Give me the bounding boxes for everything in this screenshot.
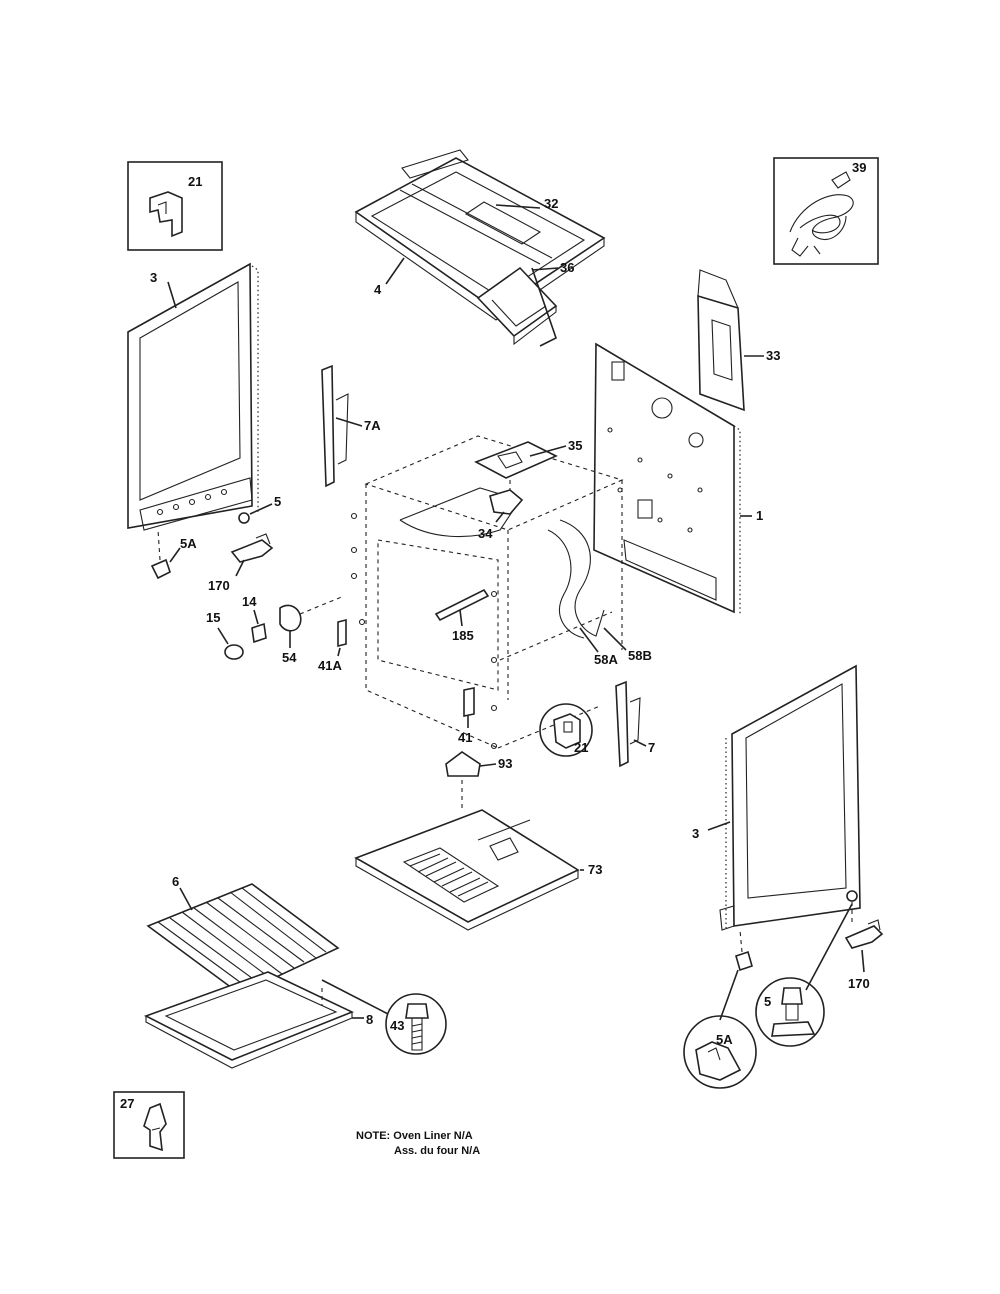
callout-39-box: 39 [852, 160, 866, 175]
detail-circle-part-21: 21 [539, 703, 593, 757]
callout-35: 35 [568, 438, 582, 453]
callout-33: 33 [766, 348, 780, 363]
callout-21-circle: 21 [574, 740, 588, 755]
callout-185: 185 [452, 628, 474, 643]
callout-27-box: 27 [120, 1096, 134, 1111]
callout-36: 36 [560, 260, 574, 275]
callout-8: 8 [366, 1012, 373, 1027]
oven-cavity-body [350, 435, 624, 750]
callout-3-left: 3 [150, 270, 157, 285]
callout-58b: 58B [628, 648, 652, 663]
callout-7a: 7A [364, 418, 381, 433]
callout-32: 32 [544, 196, 558, 211]
top-panel-assembly: 32 4 [354, 149, 606, 321]
callout-5-left: 5 [274, 494, 281, 509]
callout-170-right: 170 [848, 976, 870, 991]
back-bracket-part: 33 [697, 269, 780, 412]
callout-43: 43 [390, 1018, 404, 1033]
callout-73: 73 [588, 862, 602, 877]
inset-box-part-27: 27 [113, 1091, 185, 1159]
back-panel: 1 [593, 342, 763, 614]
callout-41a: 41A [318, 658, 342, 673]
inset-box-part-39: 39 [773, 157, 879, 265]
note-line-2: Ass. du four N/A [394, 1145, 481, 1157]
bottom-panel: 73 [354, 809, 602, 931]
callout-14: 14 [242, 594, 257, 609]
note-line-1: NOTE: Oven Liner N/A [356, 1130, 473, 1142]
detail-circle-part-43: 43 [385, 993, 447, 1055]
wiring-harness-labels: 58A 58B [579, 627, 652, 667]
callout-4: 4 [374, 282, 382, 297]
side-panel-left: 3 [127, 262, 259, 531]
door-hinge-upper: 7A [321, 364, 381, 488]
side-panel-right: 3 [692, 664, 861, 931]
callout-3-right: 3 [692, 826, 699, 841]
callout-170-left: 170 [208, 578, 230, 593]
broil-element-part: 185 [434, 588, 490, 643]
inset-box-part-21: 21 [127, 161, 223, 251]
callout-54: 54 [282, 650, 297, 665]
bake-element-cover-part: 93 [445, 751, 512, 812]
callout-5-circle: 5 [764, 994, 771, 1009]
callout-15: 15 [206, 610, 220, 625]
oven-light-parts: 15 14 54 [206, 594, 345, 665]
callout-41: 41 [458, 730, 472, 745]
callout-6: 6 [172, 874, 179, 889]
callout-5a-left: 5A [180, 536, 197, 551]
leveling-leg-parts-right: 5A 5 170 [683, 890, 884, 1089]
oven-rack-and-pan: 6 8 [143, 874, 389, 1069]
callout-5a-circle: 5A [716, 1032, 733, 1047]
callout-34: 34 [478, 526, 493, 541]
callout-21-box: 21 [188, 174, 202, 189]
callout-58a: 58A [594, 652, 618, 667]
callout-7: 7 [648, 740, 655, 755]
leveling-leg-parts-left: 5A 5 170 [150, 494, 281, 593]
callout-93: 93 [498, 756, 512, 771]
thermostat-bracket-parts: 35 34 [474, 438, 582, 541]
callout-1: 1 [756, 508, 763, 523]
vent-duct-part: 36 [476, 260, 574, 347]
door-stop-parts: 41A 41 [318, 618, 475, 745]
door-hinge-lower: 7 [615, 680, 655, 768]
